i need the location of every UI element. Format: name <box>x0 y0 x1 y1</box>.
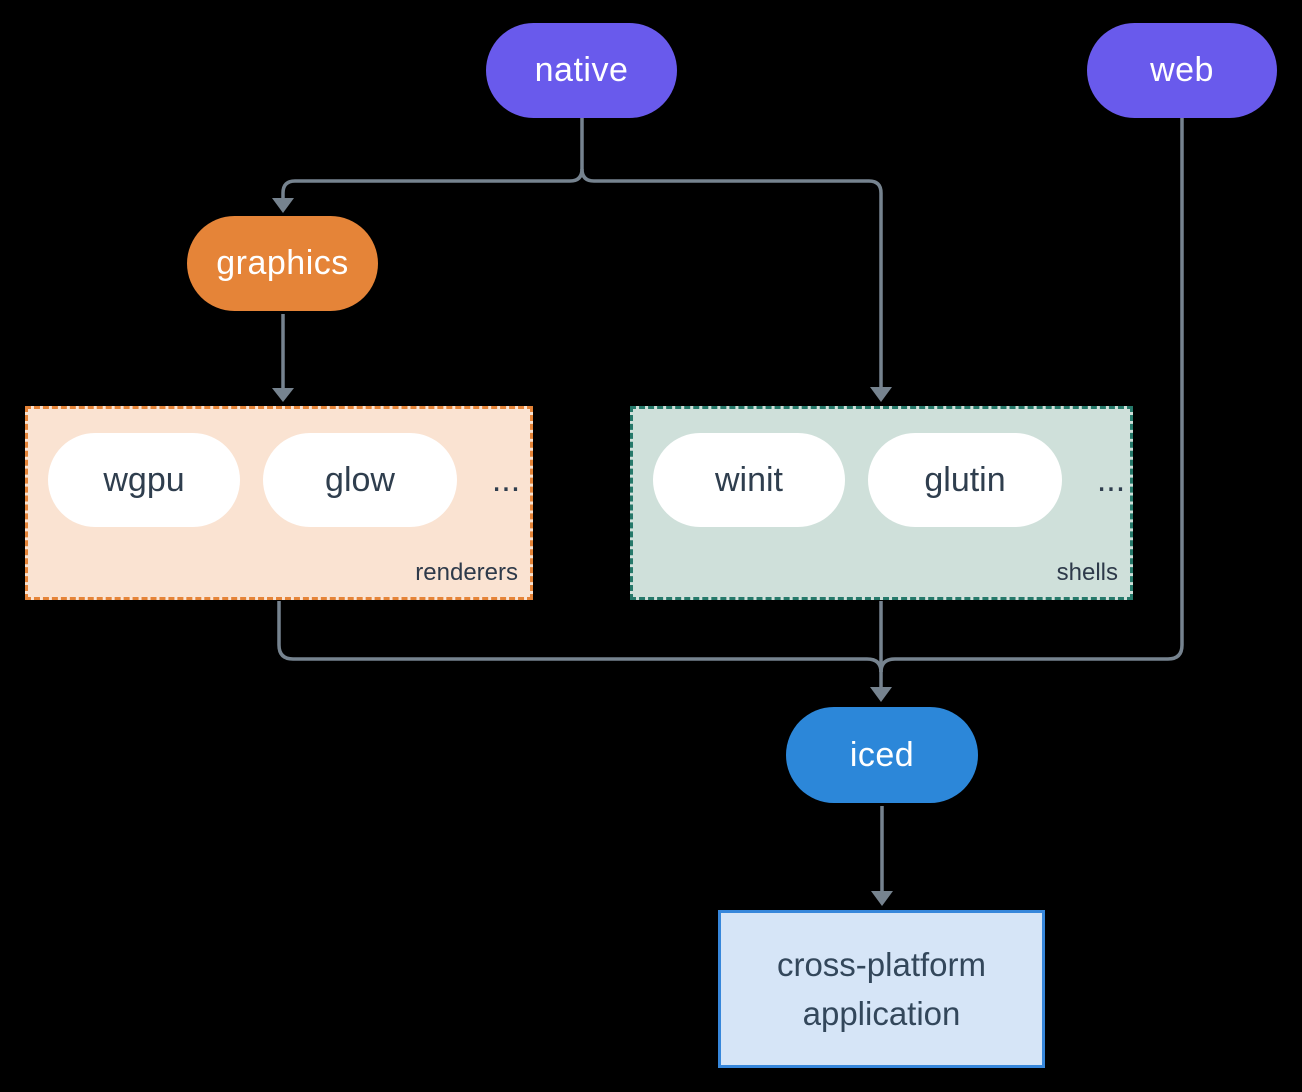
renderers-ellipsis: ... <box>491 460 521 499</box>
node-web: web <box>1087 23 1277 118</box>
arrowhead-renderers-icon <box>272 388 294 402</box>
arrowhead-iced-icon <box>870 687 892 702</box>
node-glow-label: glow <box>325 460 395 499</box>
node-web-label: web <box>1150 51 1214 89</box>
arrowhead-application-icon <box>871 891 893 906</box>
edge-native-shells <box>580 168 883 387</box>
shells-ellipsis: ... <box>1096 460 1126 499</box>
node-wgpu: wgpu <box>48 433 240 527</box>
node-native-label: native <box>534 51 629 89</box>
node-graphics: graphics <box>187 216 378 311</box>
node-winit-label: winit <box>714 460 784 499</box>
node-graphics-label: graphics <box>216 244 349 282</box>
application-label-line1: cross-platform <box>776 946 987 983</box>
application-label-line2: application <box>802 995 961 1032</box>
arrowhead-shells-icon <box>870 387 892 402</box>
node-cross-platform-application: cross-platform application <box>718 910 1045 1068</box>
edge-native-graphics <box>281 118 584 199</box>
group-shells: winit glutin ... shells <box>630 406 1133 600</box>
edge-renderers-iced <box>277 601 883 673</box>
group-renderers: wgpu glow ... renderers <box>25 406 533 600</box>
node-native: native <box>486 23 677 118</box>
node-glutin-label: glutin <box>924 460 1006 499</box>
node-wgpu-label: wgpu <box>103 460 185 499</box>
node-winit: winit <box>653 433 845 527</box>
node-glow: glow <box>263 433 457 527</box>
node-iced: iced <box>786 707 978 803</box>
renderers-group-label: renderers <box>415 559 518 586</box>
node-iced-label: iced <box>849 735 915 774</box>
arrowhead-graphics-icon <box>272 198 294 213</box>
shells-group-label: shells <box>1056 559 1118 586</box>
node-glutin: glutin <box>868 433 1062 527</box>
